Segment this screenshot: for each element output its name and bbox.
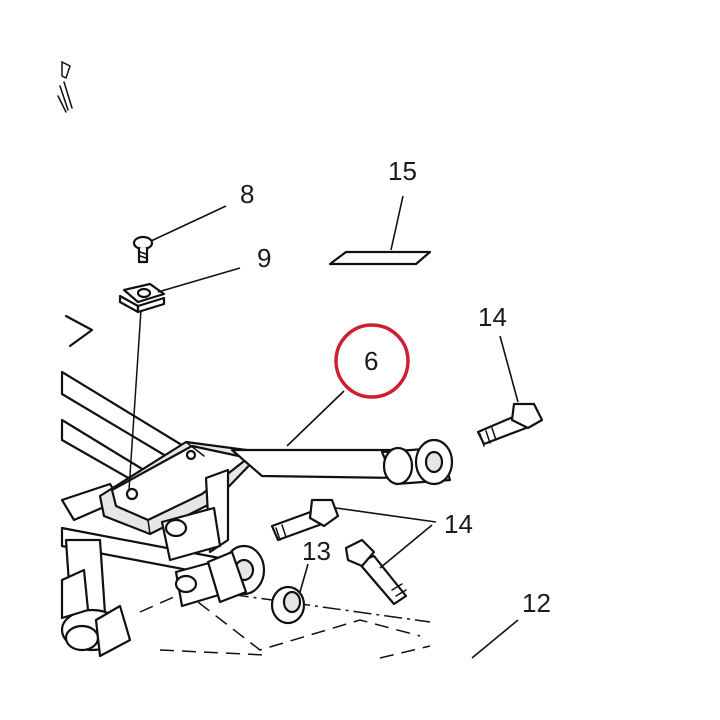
part-6-strut-arm — [206, 438, 454, 604]
part-9-clip-nut — [118, 282, 166, 314]
callout-12: 12 — [522, 588, 551, 618]
partial-part-fragment — [57, 60, 73, 113]
callout-9: 9 — [257, 243, 271, 273]
leader-lines — [150, 195, 519, 593]
frame-assembly — [60, 314, 264, 658]
part-15-label — [328, 250, 432, 266]
callout-14-mid: 14 — [444, 509, 473, 539]
part-14-bolt-low — [344, 538, 408, 606]
callout-14-top: 14 — [478, 302, 507, 332]
callout-6: 6 — [364, 346, 378, 376]
part-13-bushing — [270, 585, 306, 625]
hidden-frame-outline — [139, 589, 519, 659]
callout-13: 13 — [302, 536, 331, 566]
alignment-line — [128, 309, 142, 491]
callout-8: 8 — [240, 179, 254, 209]
part-14-bolt-mid — [270, 498, 340, 542]
callout-15: 15 — [388, 156, 417, 186]
highlight-circle — [334, 323, 410, 399]
part-14-bolt-top — [476, 402, 544, 447]
part-8-screw — [132, 235, 154, 264]
